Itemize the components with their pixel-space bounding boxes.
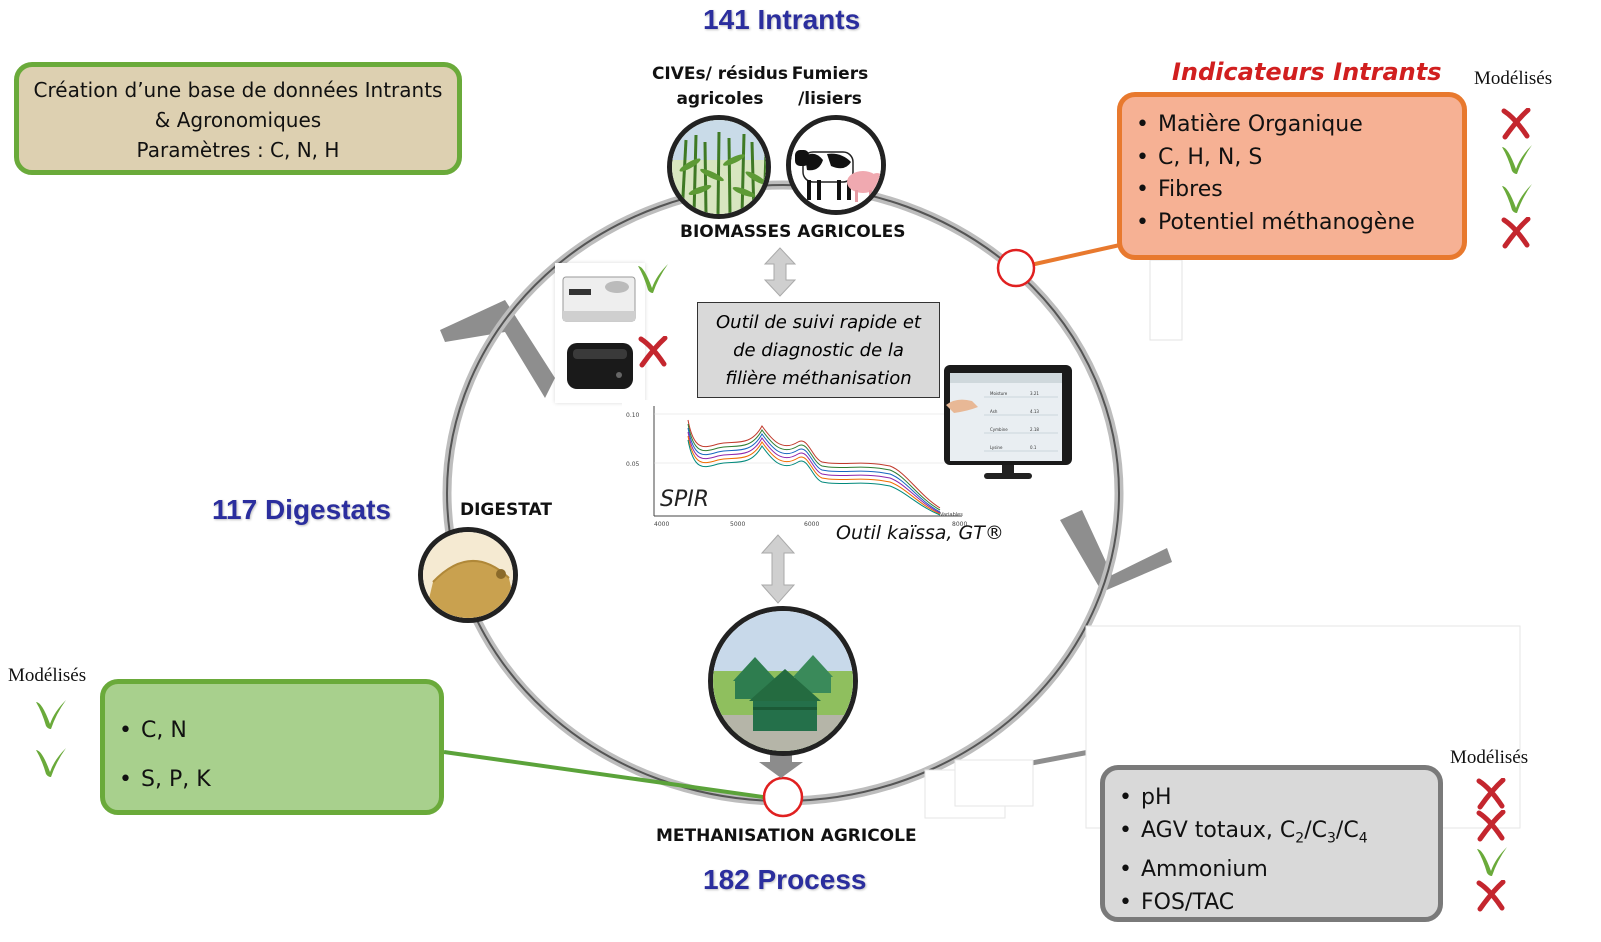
- process-item-agv: AGV totaux, C2/C3/C4: [1111, 815, 1438, 855]
- x-tick: 8000: [952, 521, 967, 528]
- digestat-connector: [443, 750, 771, 800]
- center-line-3: filière méthanisation: [725, 368, 912, 389]
- cycle-chevron-left: [440, 300, 555, 398]
- intrants-title: 141 Intrants: [703, 4, 861, 35]
- digestat-label: DIGESTAT: [460, 500, 552, 520]
- cross-icon: [1474, 879, 1508, 912]
- biomass-arrow: [763, 247, 797, 297]
- biomass-section-label: BIOMASSES AGRICOLES: [680, 222, 906, 242]
- tablet-cell: 4.13: [1030, 409, 1039, 414]
- process-item: pH: [1111, 782, 1438, 815]
- cross-icon: [636, 335, 670, 368]
- tablet-cell: 2.18: [1030, 427, 1039, 432]
- x-tick: 4000: [654, 521, 669, 528]
- tablet-cell: Cymbine: [990, 427, 1008, 432]
- check-icon: [1500, 182, 1534, 213]
- spir-spectrum: 0.10 0.05 4000 5000 6000 8000 Variables …: [622, 400, 967, 528]
- check-icon: [636, 262, 670, 293]
- database-box: Création d’une base de données Intrants …: [14, 62, 462, 175]
- fumier-label: Fumiers /lisiers: [791, 64, 869, 109]
- cycle-chevron-right: [1060, 510, 1172, 592]
- digestat-item: C, N: [111, 706, 439, 755]
- cross-icon: [1474, 809, 1508, 842]
- civ-label: CIVEs/ résidus agricoles: [651, 64, 789, 109]
- process-node: [762, 776, 804, 818]
- center-line-1: Outil de suivi rapide et: [716, 312, 921, 333]
- x-axis-title: Variables: [940, 512, 963, 518]
- database-line-3: Paramètres : C, N, H: [136, 138, 340, 162]
- process-down-arrow: [759, 752, 803, 778]
- process-modelises-label: Modélisés: [1450, 747, 1529, 768]
- center-box: Outil de suivi rapide et de diagnostic d…: [697, 302, 940, 398]
- digestat-box: C, N S, P, K: [100, 679, 444, 815]
- indicators-modelises-label: Modélisés: [1474, 68, 1553, 89]
- digestats-title: 117 Digestats: [212, 494, 391, 525]
- tablet-cell: Moisture: [990, 391, 1008, 396]
- tablet-cell: Lysine: [990, 445, 1003, 450]
- plant-photo: [708, 606, 858, 756]
- cross-icon: [1499, 216, 1533, 249]
- check-icon: [1475, 845, 1509, 876]
- process-arrow: [760, 534, 796, 604]
- process-section-label: METHANISATION AGRICOLE: [656, 826, 917, 846]
- process-item: FOS/TAC: [1111, 887, 1438, 920]
- indicators-box: Matière Organique C, H, N, S Fibres Pote…: [1117, 92, 1467, 260]
- process-title: 182 Process: [703, 864, 867, 895]
- indicator-item: Potentiel méthanogène: [1128, 207, 1462, 240]
- indicator-item: Matière Organique: [1128, 109, 1462, 142]
- check-icon: [1500, 143, 1534, 174]
- tablet-image: Moisture 3.21 Ash 4.13 Cymbine 2.18 Lysi…: [944, 365, 1072, 483]
- center-line-2: de diagnostic de la: [733, 340, 904, 361]
- cross-icon: [1499, 107, 1533, 140]
- indicator-item: Fibres: [1128, 174, 1462, 207]
- x-tick: 6000: [804, 521, 819, 528]
- check-icon: [34, 746, 68, 777]
- spir-label: SPIR: [660, 487, 709, 512]
- indicators-title: Indicateurs Intrants: [1172, 58, 1442, 86]
- indicator-item: C, H, N, S: [1128, 142, 1462, 175]
- indicator-node: [996, 248, 1036, 288]
- tablet-cell: 3.21: [1030, 391, 1039, 396]
- instrument-panel: [555, 263, 645, 403]
- database-line-2: & Agronomiques: [154, 108, 322, 132]
- y-tick: 0.05: [626, 461, 640, 468]
- y-tick: 0.10: [626, 412, 640, 419]
- cross-icon: [1474, 777, 1508, 810]
- digestat-item: S, P, K: [111, 755, 439, 804]
- tool-caption: Outil kaïssa, GT®: [836, 522, 1004, 544]
- cow-photo: [786, 115, 886, 215]
- process-item: Ammonium: [1111, 854, 1438, 887]
- database-line-1: Création d’une base de données Intrants: [33, 78, 443, 102]
- digestat-photo: [418, 527, 518, 623]
- check-icon: [34, 698, 68, 729]
- x-tick: 5000: [730, 521, 745, 528]
- tablet-cell: Ash: [990, 409, 998, 414]
- process-box: pH AGV totaux, C2/C3/C4 Ammonium FOS/TAC: [1100, 765, 1443, 922]
- tablet-cell: 0.1: [1030, 445, 1037, 450]
- corn-photo: [667, 115, 771, 219]
- digestat-modelises-label: Modélisés: [8, 665, 87, 686]
